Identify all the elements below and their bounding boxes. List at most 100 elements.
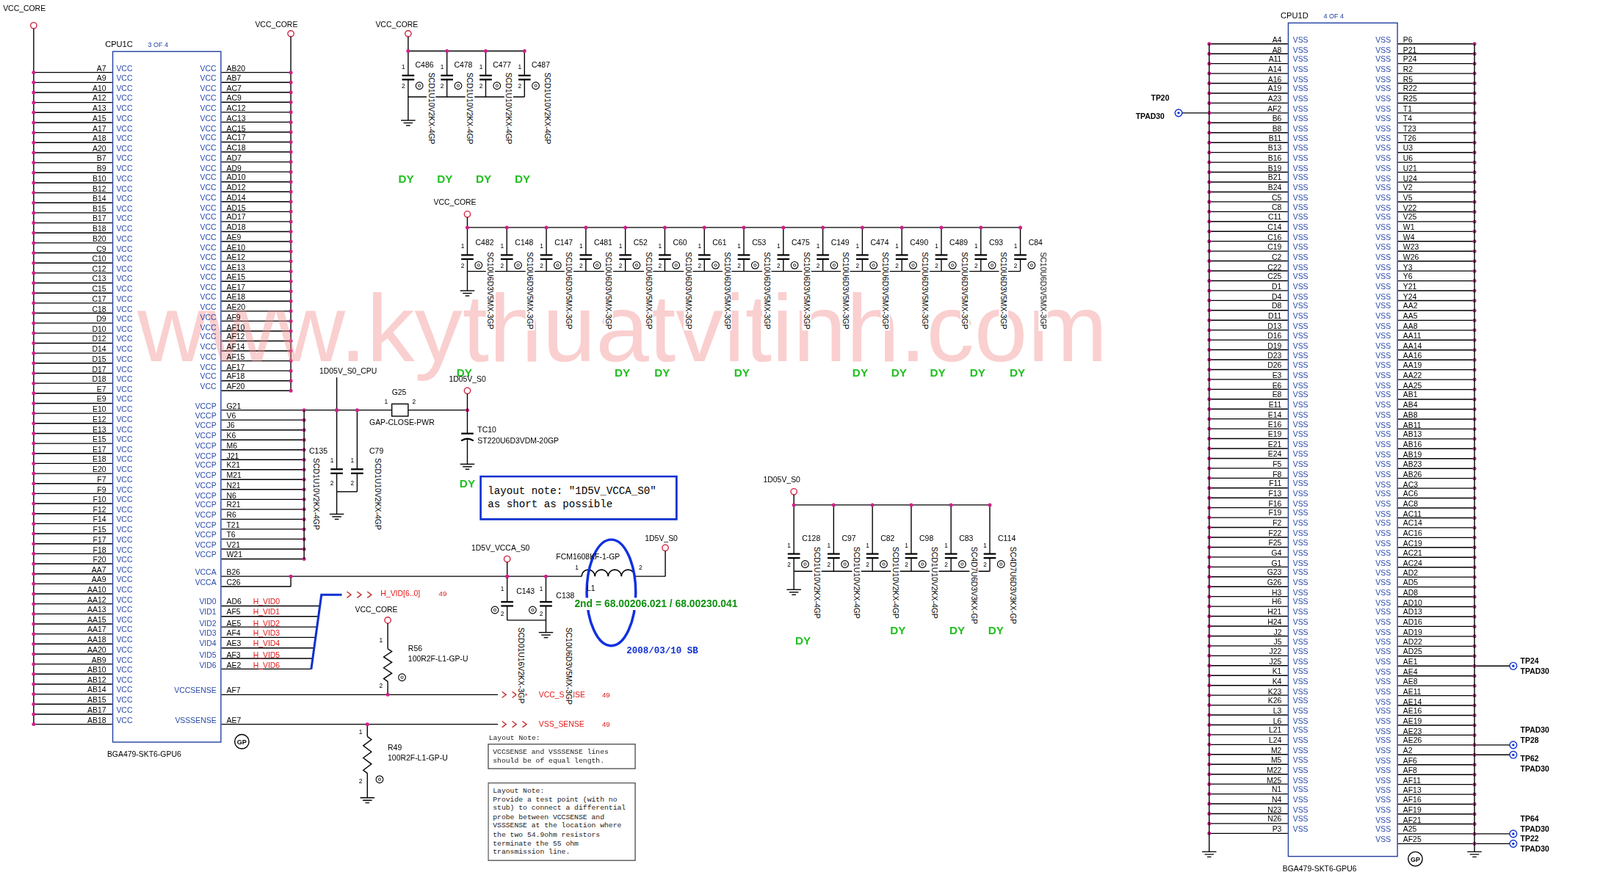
pin-number: 1 bbox=[401, 62, 406, 72]
capacitor-symbol bbox=[402, 74, 415, 77]
pin-number: D12 bbox=[91, 334, 106, 345]
junction-dot bbox=[522, 49, 527, 53]
part-ref: C147 bbox=[554, 237, 573, 248]
pin-name: VSS bbox=[1293, 203, 1309, 213]
capacitor-symbol bbox=[704, 259, 705, 272]
part-ref: C490 bbox=[909, 237, 929, 248]
ground-symbol bbox=[1467, 851, 1482, 853]
off-page-connector bbox=[367, 591, 372, 598]
pin-number: P6 bbox=[1403, 35, 1413, 45]
pin-name: VCCP bbox=[195, 480, 217, 491]
pin-number: 1 bbox=[697, 242, 702, 252]
pin-name: VSS bbox=[1375, 439, 1391, 450]
junction-dot bbox=[289, 150, 293, 155]
assembly-flag: DY bbox=[475, 172, 492, 186]
capacitor-symbol bbox=[624, 259, 626, 272]
gp-logo-text: GP bbox=[237, 737, 247, 747]
test-point bbox=[1509, 751, 1518, 759]
pin-name: VSS bbox=[1375, 84, 1391, 94]
pin-name: VSS bbox=[1293, 252, 1309, 263]
pin-number: L24 bbox=[1268, 736, 1282, 747]
pin-number: 1 bbox=[618, 242, 623, 252]
ground-symbol bbox=[331, 516, 342, 517]
pin-number: F5 bbox=[1272, 459, 1282, 470]
pin-number: F17 bbox=[93, 535, 107, 545]
ground-symbol bbox=[462, 466, 473, 468]
capacitor-symbol bbox=[743, 259, 744, 272]
junction-dot bbox=[31, 281, 36, 285]
part-value: GAP-CLOSE-PWR bbox=[369, 417, 435, 428]
pin-name: VSS bbox=[1293, 795, 1309, 805]
gp-logo bbox=[988, 261, 996, 269]
pin-number: 2 bbox=[618, 261, 623, 271]
pin-name: VID4 bbox=[198, 639, 216, 650]
pin-name: VCC bbox=[200, 93, 217, 104]
junction-dot bbox=[820, 225, 825, 230]
pin-name: VCCP bbox=[195, 470, 217, 481]
junction-dot bbox=[31, 712, 36, 716]
ground-symbol bbox=[460, 464, 475, 465]
gp-logo bbox=[870, 261, 878, 269]
pin-name: VSS bbox=[1375, 153, 1391, 164]
pin-name: VCC bbox=[116, 485, 133, 495]
part-ref: C97 bbox=[841, 533, 856, 544]
pin-number: AE12 bbox=[226, 252, 246, 263]
pin-name: VSS bbox=[1293, 627, 1309, 638]
capacitor-symbol bbox=[407, 79, 409, 97]
pin-number: D18 bbox=[91, 374, 106, 385]
junction-dot bbox=[31, 371, 36, 376]
pin-name: VCC bbox=[116, 615, 133, 625]
pin-number: AD9 bbox=[226, 163, 242, 173]
pin-number: M6 bbox=[226, 441, 238, 451]
junction-dot bbox=[31, 431, 36, 436]
capacitor-symbol bbox=[989, 558, 990, 572]
part-ref: C135 bbox=[309, 446, 328, 456]
capacitor-symbol bbox=[816, 254, 830, 256]
pin-name: VSS bbox=[1375, 825, 1391, 835]
junction-dot bbox=[31, 251, 36, 255]
junction-dot bbox=[31, 301, 36, 305]
test-point bbox=[1509, 662, 1518, 670]
test-point-ref: TP22 bbox=[1520, 834, 1540, 844]
pin-number: AF8 bbox=[1403, 765, 1418, 776]
pin-name: VCC bbox=[116, 505, 133, 515]
junction-dot bbox=[31, 532, 36, 537]
pin-number: AA12 bbox=[87, 595, 107, 606]
pin-name: VSS bbox=[1375, 756, 1391, 766]
capacitor-symbol bbox=[940, 227, 942, 256]
capacitor-symbol bbox=[336, 473, 338, 492]
pin-name: VCC bbox=[200, 133, 217, 144]
pin-name: VSS bbox=[1375, 815, 1391, 826]
pin-name: VCC bbox=[116, 374, 133, 385]
gp-logo bbox=[714, 264, 717, 267]
pin-name: VCC bbox=[116, 223, 133, 234]
pin-number: AB1 bbox=[1403, 390, 1418, 401]
pin-number: B8 bbox=[1272, 124, 1283, 134]
pin-number: AD14 bbox=[226, 193, 246, 203]
pin-name: VSS bbox=[1293, 35, 1309, 45]
pin-name: VCC bbox=[200, 252, 217, 263]
part-value: SC10U6D3V5MX-3GP bbox=[1039, 251, 1049, 331]
pin-number: E20 bbox=[92, 464, 107, 475]
pin-name: VSS bbox=[1293, 173, 1309, 183]
pin-number: T4 bbox=[1403, 114, 1413, 125]
pin-number: R22 bbox=[1403, 84, 1418, 94]
capacitor-symbol bbox=[989, 505, 990, 555]
pin-name: VCC bbox=[200, 282, 217, 293]
pin-name: VID3 bbox=[198, 629, 216, 639]
pin-name: VCC bbox=[116, 475, 133, 485]
junction-dot bbox=[444, 49, 449, 53]
gp-logo bbox=[553, 261, 561, 269]
pin-name: VSS bbox=[1293, 331, 1309, 341]
pin-number: AA25 bbox=[1403, 381, 1423, 391]
capacitor-symbol bbox=[782, 259, 784, 272]
pin-name: VSS bbox=[1293, 607, 1309, 618]
pin-name: VSS bbox=[1375, 361, 1391, 371]
test-point-ref: TP64 bbox=[1520, 815, 1540, 825]
part-ref: C477 bbox=[492, 60, 512, 71]
junction-dot bbox=[465, 225, 470, 230]
capacitor-symbol bbox=[743, 227, 744, 256]
pin-name: VSS bbox=[1375, 301, 1391, 312]
pin-number: 1 bbox=[378, 635, 383, 646]
part-value: SC10U6D3V5MX-3GP bbox=[604, 251, 614, 331]
